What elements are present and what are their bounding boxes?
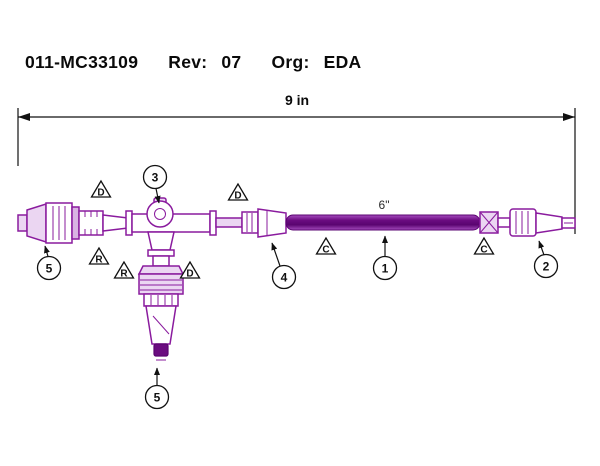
flag-r-1: R: [88, 246, 110, 266]
stopcock-handle-hub: [154, 208, 166, 220]
dimension-label: 9 in: [285, 92, 309, 108]
end-fitting: [479, 208, 576, 237]
stopcock-outlet-tube: [215, 217, 243, 228]
drawing-title: 011-MC33109 Rev: 07 Org: EDA: [25, 52, 361, 73]
tube-sleeve: [215, 208, 287, 238]
rev-value: 07: [221, 52, 242, 72]
end-fitting-cone: [535, 212, 563, 234]
tube-body: [285, 214, 481, 231]
flag-r-2: R: [113, 260, 135, 280]
bottom-connector-collar: [143, 293, 179, 307]
bottom-connector-cap: [138, 273, 184, 295]
bottom-connector-tip: [153, 343, 169, 357]
callout-bottom-connector: 5: [144, 367, 170, 410]
sleeve-fitting: [241, 211, 259, 234]
flag-letter-d: D: [234, 191, 241, 202]
dimension-overall: 9 in: [17, 92, 576, 234]
flag-d-1: D: [90, 179, 112, 199]
tube-length-label: 6": [379, 198, 390, 212]
callout-tube-sleeve: 4: [271, 242, 297, 290]
org-value: EDA: [323, 52, 362, 72]
callout-number: 3: [152, 171, 159, 185]
left-connector-ring: [71, 206, 80, 240]
flag-letter-c: C: [322, 245, 329, 256]
rev-label: Rev:: [168, 52, 208, 72]
stopcock: [125, 197, 217, 257]
dimension-arrow-left: [18, 113, 30, 121]
callout-number: 4: [281, 271, 288, 285]
inspection-flags: D D R R D C C: [88, 179, 495, 280]
flag-letter-r: R: [95, 255, 103, 266]
callout-number: 5: [154, 391, 161, 405]
callout-left-connector: 5: [36, 245, 62, 281]
dimension-arrow-right: [563, 113, 575, 121]
flag-letter-c: C: [480, 245, 487, 256]
left-connector-tip: [17, 214, 28, 232]
left-connector: [17, 202, 129, 244]
bottom-connector-neck: [152, 255, 170, 267]
callout-number: 2: [543, 260, 550, 274]
callout-tube: 1: [372, 235, 398, 281]
callout-number: 5: [46, 262, 53, 276]
left-connector-port: [102, 214, 129, 232]
left-connector-shoulder: [26, 202, 47, 244]
callout-number: 1: [382, 262, 389, 276]
assembly-drawing: 6": [17, 197, 576, 361]
bottom-connector-flare: [137, 265, 185, 275]
flag-c-2: C: [473, 236, 495, 256]
stopcock-left-flange: [125, 210, 133, 236]
stopcock-bottom-port: [147, 231, 175, 251]
sleeve-taper: [257, 208, 287, 238]
flag-letter-r: R: [120, 269, 128, 280]
flag-c-1: C: [315, 236, 337, 256]
stopcock-right-flange: [209, 210, 217, 236]
end-fitting-nut: [509, 208, 537, 237]
flag-letter-d: D: [186, 269, 193, 280]
callout-end-fitting: 2: [533, 240, 559, 279]
callout-stopcock: 3: [142, 164, 168, 204]
stopcock-handle: [146, 200, 174, 228]
org-label: Org:: [271, 52, 310, 72]
flag-letter-d: D: [97, 188, 104, 199]
flag-d-3: D: [179, 260, 201, 280]
flag-d-2: D: [227, 182, 249, 202]
callouts: 3 5 5 4 1 2: [36, 164, 559, 410]
main-tube: 6": [285, 198, 481, 231]
end-fitting-neck: [497, 217, 511, 228]
part-number: 011-MC33109: [25, 52, 139, 72]
stopcock-bottom-flange: [147, 249, 175, 257]
bottom-connector: [137, 255, 185, 361]
